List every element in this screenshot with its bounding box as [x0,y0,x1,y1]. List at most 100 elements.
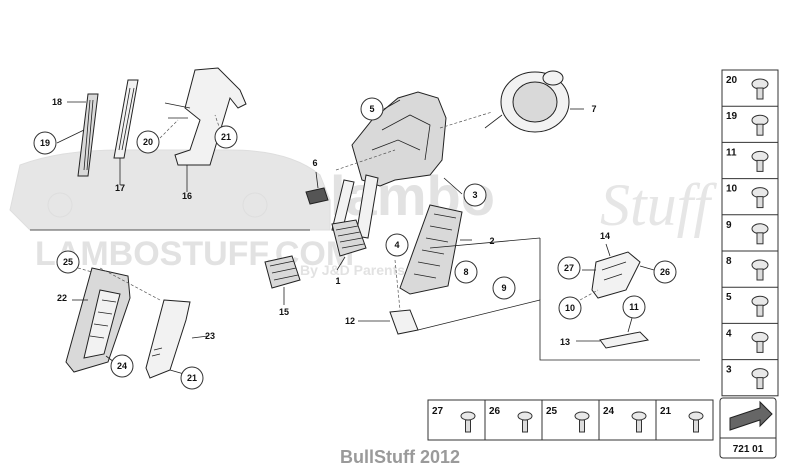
callout-label: 10 [565,303,575,313]
part-14-bracket [591,251,641,299]
callout-14: 14 [600,231,610,241]
callout-label: 6 [312,158,317,168]
callout-circle [463,183,487,207]
callout-20: 20 [136,130,160,154]
footer-credit: BullStuff 2012 [339,447,461,467]
callout-label: 15 [279,307,289,317]
callout-label: 7 [591,104,596,114]
right-panel-item-label: 4 [726,328,732,339]
fastener-icon [460,411,476,433]
bottom-panel-item-label: 24 [603,406,615,417]
bottom-panel-item-label: 27 [432,406,444,417]
callout-circle [33,131,57,155]
callout-circle [558,296,582,320]
callout-label: 1 [335,276,340,286]
fastener-icon [751,331,769,353]
fastener-icon [751,295,769,317]
right-panel-item-label: 20 [726,75,738,86]
callout-label: 21 [221,132,231,142]
callout-4: 4 [385,233,409,257]
callout-label: 17 [115,183,125,193]
callout-8: 8 [454,260,478,284]
callout-21: 21 [214,125,238,149]
callout-label: 16 [182,191,192,201]
callout-7: 7 [591,104,596,114]
part-15-pedal-pad [264,255,301,289]
fastener-icon [574,411,590,433]
callout-label: 12 [345,316,355,326]
callout-label: 21 [187,373,197,383]
watermark-logo-sub: By J&D Parents [300,262,405,278]
fastener-icon [517,411,533,433]
callout-16: 16 [182,191,192,201]
right-panel-item-label: 8 [726,256,732,267]
fastener-icon [751,150,769,172]
watermark: LAMBOSTUFF.COM By J&D Parents lambo Stuf… [9,149,717,278]
callout-5: 5 [360,97,384,121]
bottom-panel-frame [427,399,714,441]
fastener-icon [751,368,769,390]
part-17-ribbed-strip [113,79,139,159]
right-panel-item-label: 5 [726,292,732,303]
pedal-arm [355,174,379,239]
callout-label: 14 [600,231,610,241]
upper-left-group [30,67,310,231]
callout-3: 3 [463,183,487,207]
callout-10: 10 [558,296,582,320]
callout-label: 22 [57,293,67,303]
callout-27: 27 [557,256,581,280]
callout-26: 26 [653,260,677,284]
bottom-panel-item-label: 25 [546,406,558,417]
callout-25: 25 [56,250,80,274]
callout-circle [653,260,677,284]
diagram-number: 721 01 [733,444,764,455]
part-18-strip [77,93,99,177]
callout-12: 12 [345,316,355,326]
part-6-switch [305,187,329,205]
arrow-icon [729,400,773,431]
callout-circle [492,276,516,300]
callout-label: 5 [369,104,374,114]
callout-11: 11 [622,295,646,319]
right-panel-item-label: 3 [726,365,732,376]
callout-label: 26 [660,267,670,277]
callout-label: 23 [205,331,215,341]
callout-circle [557,256,581,280]
callout-label: 2 [489,236,494,246]
watermark-script-word2: Stuff [600,172,717,238]
part-12-bracket [389,309,419,335]
callout-17: 17 [115,183,125,193]
bottom-parts-panel: 27 26 25 24 21 [427,399,714,441]
fastener-icon [631,411,647,433]
bottom-panel-item-label: 21 [660,406,672,417]
callout-circle [110,354,134,378]
callout-13: 13 [560,337,570,347]
callout-24: 24 [110,354,134,378]
callout-22: 22 [57,293,67,303]
watermark-logo-text: LAMBOSTUFF.COM [35,235,354,273]
fastener-icon [751,187,769,209]
callout-label: 13 [560,337,570,347]
bottom-panel-item-label: 26 [489,406,501,417]
right-panel-item-label: 19 [726,111,738,122]
part-2-accelerator-pedal [399,204,463,295]
fastener-icon [751,259,769,281]
fastener-icon [751,223,769,245]
callout-6: 6 [312,158,317,168]
part-13-clip [599,331,650,349]
diagram-number-box: 721 01 [719,397,777,459]
callout-19: 19 [33,131,57,155]
right-panel-item-label: 11 [726,147,737,158]
callout-circle [180,366,204,390]
callout-label: 19 [40,138,50,148]
callout-circle [56,250,80,274]
callout-label: 11 [629,302,639,312]
callout-label: 27 [564,263,574,273]
callout-1: 1 [335,276,340,286]
lower-right-group [576,243,655,349]
callout-label: 3 [472,190,477,200]
callout-label: 9 [501,283,506,293]
callout-label: 24 [117,361,127,371]
